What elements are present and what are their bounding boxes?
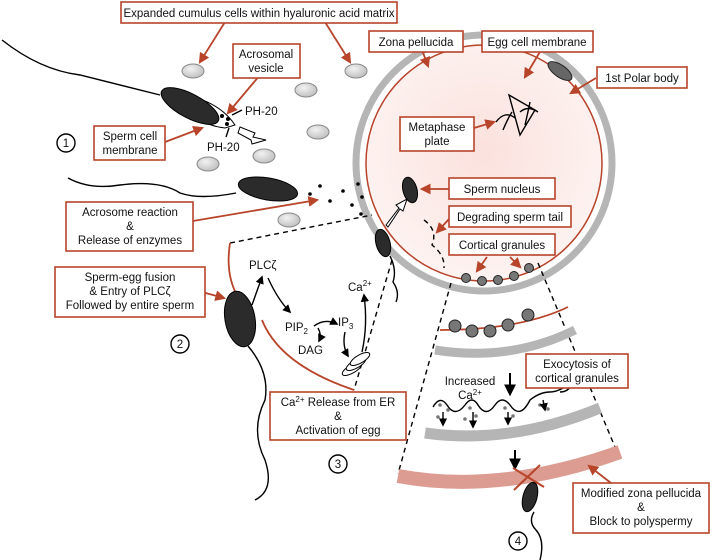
cortical-granules-zoom <box>448 308 535 338</box>
label-sperm-membrane: Sperm cell membrane <box>93 125 166 161</box>
svg-text:Cortical granules: Cortical granules <box>459 240 546 252</box>
svg-text:vesicle: vesicle <box>248 63 283 75</box>
svg-text:Exocytosis of: Exocytosis of <box>543 359 612 371</box>
svg-text:Egg cell membrane: Egg cell membrane <box>487 37 586 49</box>
er-cisternae <box>341 352 371 376</box>
svg-text:Block to polyspermy: Block to polyspermy <box>590 516 693 528</box>
degrading-sperm-tail <box>423 219 445 269</box>
svg-text:Release of enzymes: Release of enzymes <box>78 235 182 247</box>
cortical-granules-egg <box>461 263 534 286</box>
label-modified-zona: Modified zona pellucida & Block to polys… <box>572 482 710 534</box>
step-marker-2: 2 <box>170 334 190 354</box>
polar-body <box>547 61 573 81</box>
step-marker-1: 1 <box>56 133 76 153</box>
label-degrading-tail: Degrading sperm tail <box>448 205 572 228</box>
sperm-nucleus <box>401 176 419 204</box>
svg-text:Followed by entire sperm: Followed by entire sperm <box>66 300 194 312</box>
plc-zeta-label: PLCζ <box>249 260 276 272</box>
step-marker-3: 3 <box>328 454 348 474</box>
svg-text:Sperm cell: Sperm cell <box>103 131 157 143</box>
svg-text:Sperm nucleus: Sperm nucleus <box>464 184 541 196</box>
svg-text:Expanded cumulus cells within: Expanded cumulus cells within hyaluronic… <box>123 8 394 20</box>
cortex-zoom <box>396 262 623 560</box>
label-calcium-release: Ca2+ Release from ER & Activation of egg <box>269 391 407 441</box>
calcium-label: Ca2+ <box>348 279 372 294</box>
sperm-step-1 <box>1 39 267 145</box>
svg-text:1st Polar body: 1st Polar body <box>605 73 679 85</box>
label-cumulus: Expanded cumulus cells within hyaluronic… <box>120 1 398 24</box>
svg-text:Sperm-egg fusion: Sperm-egg fusion <box>85 272 176 284</box>
svg-text:plate: plate <box>425 136 450 148</box>
svg-text:&: & <box>334 411 342 423</box>
svg-text:membrane: membrane <box>103 145 158 157</box>
ph20-label-bottom: PH-20 <box>207 142 240 154</box>
svg-text:Activation of egg: Activation of egg <box>295 425 380 437</box>
svg-text:& Entry of PLCζ: & Entry of PLCζ <box>89 286 170 298</box>
calcium-release-line: Ca2+ Release from ER <box>281 395 396 409</box>
svg-text:&: & <box>637 502 645 514</box>
svg-text:Metaphase: Metaphase <box>409 122 466 134</box>
label-fusion: Sperm-egg fusion & Entry of PLCζ Followe… <box>54 266 206 318</box>
increased-label: Increased <box>445 376 496 388</box>
sperm-blocked <box>521 481 539 513</box>
block-x-icon <box>512 464 545 491</box>
pip2-label: PIP2 <box>285 322 309 336</box>
label-exocytosis: Exocytosis of cortical granules <box>525 353 629 389</box>
entry-arrow <box>385 197 408 228</box>
label-polar-body: 1st Polar body <box>596 66 688 89</box>
svg-text:cortical granules: cortical granules <box>535 373 619 385</box>
svg-text:&: & <box>126 221 134 233</box>
sperm-acrosome-reaction <box>67 176 364 216</box>
label-zona: Zona pellucida <box>368 30 464 53</box>
ip3-label: IP3 <box>338 317 354 331</box>
sperm-entering <box>374 228 392 258</box>
label-acrosomal-vesicle: Acrosomal vesicle <box>232 43 301 79</box>
svg-text:1: 1 <box>63 138 69 150</box>
increased-calcium-label: Ca2+ <box>458 388 482 402</box>
svg-text:Modified zona pellucida: Modified zona pellucida <box>581 488 702 500</box>
sperm-fused <box>223 290 257 348</box>
step-marker-4: 4 <box>508 531 528 551</box>
dag-label: DAG <box>298 345 323 357</box>
svg-text:Acrosome reaction: Acrosome reaction <box>82 207 178 219</box>
svg-text:Acrosomal: Acrosomal <box>239 49 293 61</box>
svg-text:Degrading sperm tail: Degrading sperm tail <box>457 212 563 224</box>
movement-arrow <box>237 126 267 145</box>
label-sperm-nucleus: Sperm nucleus <box>448 177 556 200</box>
ph20-label-top: PH-20 <box>245 106 278 118</box>
svg-text:3: 3 <box>335 459 341 471</box>
svg-text:4: 4 <box>515 536 522 548</box>
fusion-region <box>223 197 408 501</box>
svg-text:Zona pellucida: Zona pellucida <box>379 37 454 49</box>
label-cortical-granules: Cortical granules <box>448 233 556 256</box>
label-acrosome-reaction: Acrosome reaction & Release of enzymes <box>65 201 194 252</box>
metaphase-plate <box>495 93 539 137</box>
label-metaphase: Metaphase plate <box>399 116 475 152</box>
annotation-arrows <box>164 21 621 491</box>
label-egg-membrane: Egg cell membrane <box>481 30 594 53</box>
svg-text:2: 2 <box>177 339 183 351</box>
cumulus-cells <box>181 63 368 228</box>
